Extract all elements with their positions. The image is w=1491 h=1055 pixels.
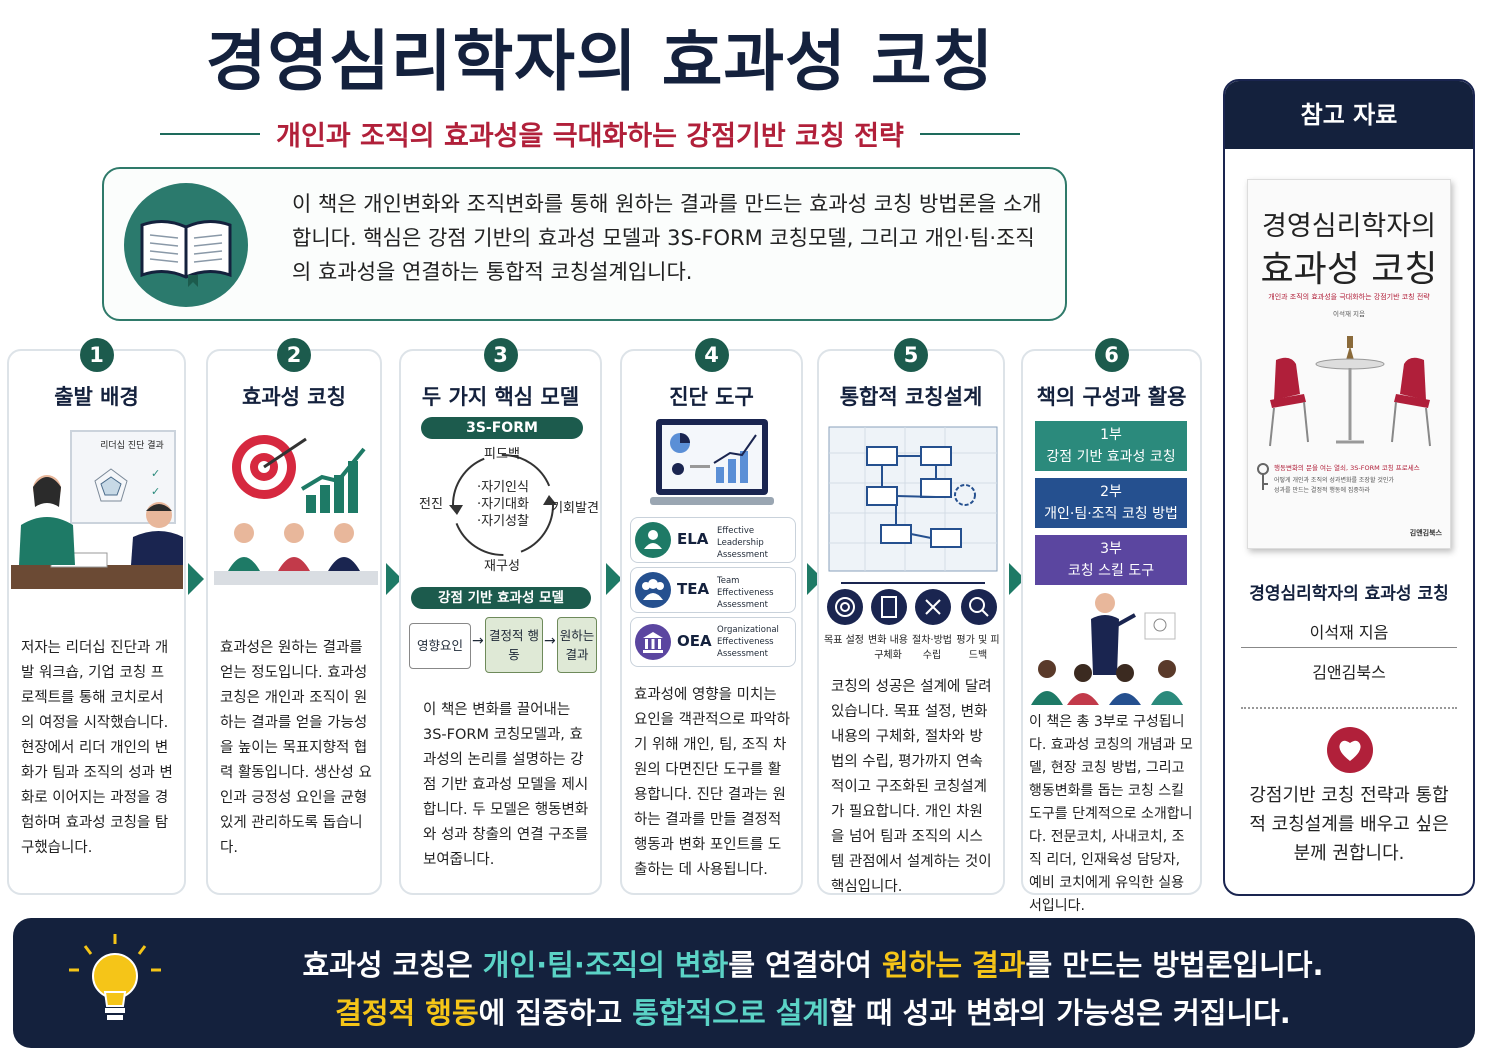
summary-banner: 효과성 코칭은 개인·팀·조직의 변화를 연결하여 원하는 결과를 만드는 방법…	[13, 918, 1475, 1048]
cover-publisher: 김앤김북스	[1409, 529, 1442, 537]
tool-abbr: ELA	[677, 530, 709, 548]
card-title: 효과성 코칭	[242, 385, 346, 409]
book-publisher: 김앤김북스	[1312, 663, 1386, 682]
card-text: 이 책은 변화를 끌어내는 3S-FORM 코칭모델과, 효과성의 논리를 설명…	[423, 702, 589, 868]
key-icon	[1252, 462, 1274, 492]
card-background: 2 효과성 코칭 효과성은 원하는 결과를 얻는 정도입니다. 효과성 코칭은 …	[206, 338, 382, 895]
cycle-right: 기회발견	[551, 501, 599, 516]
open-book-icon	[124, 183, 248, 307]
cover-description: 어떻게 개인과 조직의 성과변화를 조장할 것인가 성과를 만드는 결정적 행동…	[1274, 477, 1394, 494]
book-author: 이석재 지음	[1309, 623, 1389, 642]
card-title: 통합적 코칭설계	[839, 385, 983, 409]
summary-line-2: 결정적 행동에 집중하고 통합적으로 설계할 때 성과 변화의 가능성은 커집니…	[335, 996, 1291, 1030]
card-title: 두 가지 핵심 모델	[421, 385, 580, 409]
reference-header: 참고 자료	[1225, 81, 1473, 149]
step-label: 절차·방법 수립	[912, 635, 952, 661]
target-growth-illustration	[214, 435, 378, 585]
tool-row-tea: TEA Team Effectiveness Assessment	[630, 567, 796, 613]
step-label: 평가 및 피드백	[956, 635, 1000, 661]
tool-desc: Organizational Effectiveness Assessment	[717, 625, 779, 659]
card-background: 4 진단 도구 ELA Effective Leadership Assessm…	[620, 338, 803, 895]
card-background: 1 출발 배경 ✓✓ 리더십 진단 결과 저자는 리더십 진단과 개발 워크숍,…	[7, 338, 186, 895]
dotted-divider	[1241, 707, 1457, 709]
meeting-illustration: ✓✓	[11, 430, 183, 589]
card-title: 진단 도구	[669, 385, 754, 409]
cover-tagline: 행동변화의 문을 여는 열쇠, 3S-FORM 코칭 프로세스	[1274, 464, 1420, 472]
cover-subtitle: 개인과 조직의 효과성을 극대화하는 강점기반 코칭 전략	[1268, 293, 1430, 301]
team-icon	[635, 572, 671, 608]
card-title: 출발 배경	[54, 385, 139, 409]
step-number: 5	[894, 338, 928, 372]
step-icons	[827, 582, 997, 625]
cover-author: 이석재 지음	[1333, 310, 1365, 318]
diagnosis-label: 리더십 진단 결과	[100, 441, 164, 451]
chairs-table-illustration	[1269, 336, 1431, 447]
step-number: 2	[277, 338, 311, 372]
model-badge-3s-form: 3S-FORM	[421, 417, 583, 439]
presenter-audience-illustration	[1031, 593, 1183, 705]
intro-box: 이 책은 개인변화와 조직변화를 통해 원하는 결과를 만드는 효과성 코칭 방…	[102, 167, 1067, 321]
card-title: 책의 구성과 활용	[1036, 385, 1187, 409]
tool-row-oea: OEA Organizational Effectiveness Assessm…	[630, 617, 796, 667]
arrow-right-icon	[606, 563, 622, 595]
card-text: 효과성은 원하는 결과를 얻는 정도입니다. 효과성 코칭은 개인과 조직이 원…	[220, 640, 372, 856]
lightbulb-icon	[69, 934, 161, 1020]
cycle-left: 전진	[419, 497, 443, 512]
svg-text:✓: ✓	[151, 467, 160, 480]
book-cover: 경영심리학자의 효과성 코칭 개인과 조직의 효과성을 극대화하는 강점기반 코…	[1247, 179, 1451, 549]
summary-line-1: 효과성 코칭은 개인·팀·조직의 변화를 연결하여 원하는 결과를 만드는 방법…	[302, 948, 1324, 982]
model-badge-strength: 강점 기반 효과성 모델	[411, 587, 591, 609]
tool-abbr: OEA	[677, 632, 712, 650]
tool-row-ela: ELA Effective Leadership Assessment	[630, 517, 796, 563]
divider-right	[919, 132, 1020, 135]
building-icon	[635, 624, 671, 660]
cycle-top: 피드백	[484, 447, 520, 462]
tool-desc: Effective Leadership Assessment	[717, 526, 768, 560]
recommendation-text: 강점기반 코칭 전략과 통합적 코칭설계를 배우고 싶은 분께 권합니다.	[1249, 785, 1449, 864]
divider-left	[160, 132, 261, 135]
card-text: 효과성에 영향을 미치는 요인을 객관적으로 파악하기 위해 개인, 팀, 조직…	[634, 687, 790, 878]
cycle-center: ·자기인식·자기대화·자기성찰	[477, 480, 529, 529]
cover-title-line1: 경영심리학자의	[1262, 211, 1436, 242]
step-label: 목표 설정	[824, 635, 864, 646]
intro-text: 이 책은 개인변화와 조직변화를 통해 원하는 결과를 만드는 효과성 코칭 방…	[292, 192, 1042, 284]
step-number: 3	[483, 338, 518, 372]
book-title: 경영심리학자의 효과성 코칭	[1249, 584, 1449, 604]
step-number: 6	[1094, 338, 1129, 372]
card-text: 저자는 리더십 진단과 개발 워크숍, 기업 코칭 프로젝트를 통해 코치로서의…	[21, 640, 173, 856]
laptop-dashboard-icon	[650, 419, 774, 505]
flow-box-result: 원하는 결과	[557, 617, 597, 673]
tool-abbr: TEA	[677, 580, 710, 598]
blueprint-flowchart-icon	[828, 426, 998, 572]
cover-title-line2: 효과성 코칭	[1260, 249, 1438, 290]
arrow-right-icon	[188, 563, 204, 595]
page-subtitle: 개인과 조직의 효과성을 극대화하는 강점기반 코칭 전략	[276, 121, 904, 152]
card-text: 이 책은 총 3부로 구성됩니다. 효과성 코칭의 개념과 모델, 현장 코칭 …	[1029, 714, 1193, 914]
subtitle-row: 개인과 조직의 효과성을 극대화하는 강점기반 코칭 전략	[160, 114, 1020, 153]
divider	[1241, 647, 1457, 648]
step-label: 변화 내용 구체화	[868, 635, 908, 661]
card-background: 5 통합적 코칭설계 목표 설정 변화 내용 구체화 절차·방법 수립 평가 및…	[817, 338, 1005, 895]
svg-text:✓: ✓	[151, 485, 160, 498]
flow-box-factors: 영향요인	[409, 623, 471, 669]
arrow-right-icon	[386, 563, 402, 595]
step-number: 4	[694, 338, 729, 372]
tool-desc: Team Effectiveness Assessment	[717, 576, 774, 610]
arrow-right-icon: →	[544, 633, 556, 649]
card-text: 코칭의 성공은 설계에 달려 있습니다. 목표 설정, 변화 내용의 구체화, …	[831, 679, 992, 895]
cycle-arrows-icon	[449, 454, 557, 556]
cycle-bottom: 재구성	[484, 559, 520, 574]
step-number: 1	[79, 338, 114, 372]
flow-box-behavior: 결정적 행동	[485, 617, 543, 673]
page-title: 경영심리학자의 효과성 코칭	[205, 23, 995, 100]
arrow-right-icon: →	[472, 633, 484, 649]
person-icon	[635, 522, 671, 558]
reference-panel: 참고 자료 경영심리학자의 효과성 코칭 개인과 조직의 효과성을 극대화하는 …	[1223, 79, 1475, 896]
card-background: 3 두 가지 핵심 모델 3S-FORM 피드백 기회발견 재구성 전진 ·자기…	[399, 338, 602, 895]
heart-icon	[1327, 727, 1373, 773]
